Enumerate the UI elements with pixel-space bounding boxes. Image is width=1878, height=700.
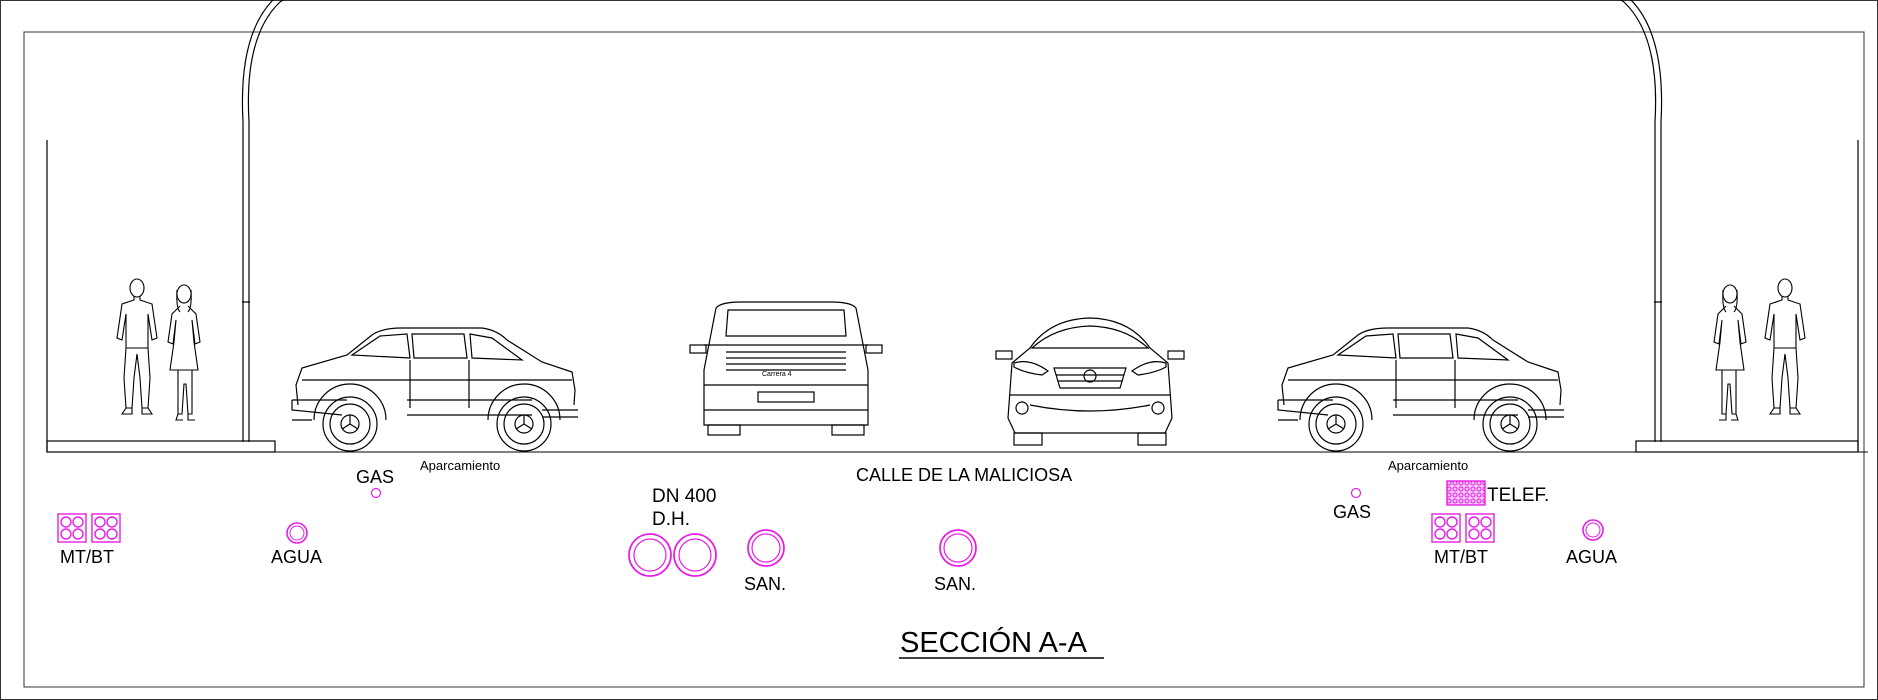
mtbt-label-right: MT/BT: [1434, 547, 1488, 567]
water-pipe-left: [286, 522, 308, 544]
parking-label-right: Aparcamiento: [1388, 458, 1468, 473]
dn-size-label: DN 400: [652, 486, 716, 507]
telef-label: TELEF.: [1487, 485, 1549, 506]
car-plate-text: Carrera 4: [762, 371, 792, 378]
agua-label-left: AGUA: [271, 547, 322, 567]
san-label-2: SAN.: [934, 574, 976, 594]
street-name: CALLE DE LA MALICIOSA: [856, 465, 1072, 485]
right-sidewalk: [1635, 140, 1859, 453]
gas-label-right: GAS: [1333, 502, 1371, 522]
san-label-1: SAN.: [744, 574, 786, 594]
gas-pipe-right: [1350, 487, 1362, 499]
inner-frame: [23, 31, 1865, 688]
sewer-pipe-2: [939, 529, 977, 567]
mtbt-label-left: MT/BT: [60, 547, 114, 567]
agua-label-right: AGUA: [1566, 547, 1617, 567]
water-pipe-right-inner: [1585, 522, 1601, 538]
parking-label-left: Aparcamiento: [420, 458, 500, 473]
gas-pipe-left: [370, 487, 382, 499]
section-title: SECCIÓN A-A: [900, 626, 1088, 659]
gas-label-left: GAS: [356, 467, 394, 487]
sewer-pipe-1: [747, 529, 785, 567]
dn-type-label: D.H.: [652, 509, 690, 530]
left-sidewalk: [46, 140, 276, 453]
telecom-duct: [1446, 480, 1486, 506]
water-pipe-left-inner: [289, 525, 305, 541]
water-pipe-right: [1582, 519, 1604, 541]
storm-drain-pipes: [628, 533, 717, 577]
